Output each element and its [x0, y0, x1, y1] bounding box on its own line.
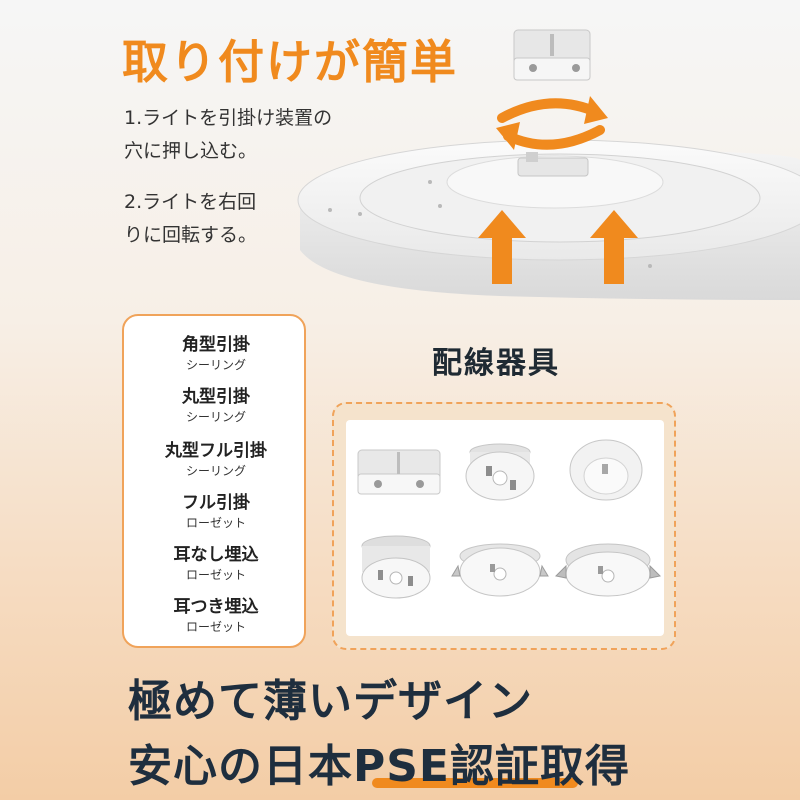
- square-hook-ceiling-image: [357, 449, 441, 495]
- ceiling-type-name: 角型引掛: [182, 335, 250, 355]
- round-hook-ceiling-image: [465, 443, 535, 501]
- wiring-section-title: 配線器具: [432, 346, 560, 381]
- ceiling-type-sub: ローゼット: [185, 620, 246, 634]
- up-arrow-icon: [590, 210, 638, 284]
- headline-underline: [372, 778, 578, 788]
- ceiling-type-item: 耳つき埋込 ローゼット: [124, 592, 308, 635]
- ceiling-type-name: 丸型フル引掛: [165, 441, 267, 461]
- step-1-line-2: 穴に押し込む。: [124, 140, 258, 162]
- ceiling-type-sub: シーリング: [185, 464, 246, 478]
- ceiling-type-sub: シーリング: [185, 410, 246, 424]
- adapter-on-light: [517, 152, 589, 177]
- light-body: [297, 139, 800, 300]
- step-1-line-1: 1.ライトを引掛け装置の: [124, 107, 333, 129]
- page-title: 取り付けが簡単: [122, 35, 458, 89]
- round-full-hook-ceiling-image: [569, 439, 643, 501]
- ceiling-type-sub: シーリング: [185, 358, 246, 372]
- hook-ceiling-adapter: [513, 29, 591, 81]
- ceiling-type-item: フル引掛 ローゼット: [124, 488, 308, 531]
- step-1-text: 1.ライトを引掛け装置の 穴に押し込む。: [124, 102, 332, 168]
- rotate-arrows-icon: [496, 96, 608, 150]
- ceiling-type-name: 丸型引掛: [182, 387, 250, 407]
- earless-embedded-rosette-image: [451, 543, 549, 597]
- headline-thin-design: 極めて薄いデザイン: [128, 676, 533, 727]
- up-arrow-icon: [478, 210, 526, 284]
- step-2-line-2: りに回転する。: [124, 224, 258, 246]
- step-2-line-1: 2.ライトを右回: [124, 191, 257, 213]
- ceiling-type-item: 耳なし埋込 ローゼット: [124, 540, 308, 583]
- ceiling-type-item: 角型引掛 シーリング: [124, 330, 308, 373]
- step-2-text: 2.ライトを右回 りに回転する。: [124, 186, 257, 252]
- eared-embedded-rosette-image: [554, 543, 662, 597]
- full-hook-rosette-image: [361, 535, 431, 599]
- ceiling-type-sub: ローゼット: [185, 516, 246, 530]
- ceiling-type-name: フル引掛: [182, 493, 250, 513]
- ceiling-type-name: 耳なし埋込: [173, 545, 259, 565]
- ceiling-type-item: 丸型引掛 シーリング: [124, 382, 308, 425]
- ceiling-type-item: 丸型フル引掛 シーリング: [124, 436, 308, 479]
- headline-pse-certified: 安心の日本PSE認証取得: [128, 741, 630, 792]
- ceiling-type-sub: ローゼット: [185, 568, 246, 582]
- ceiling-type-name: 耳つき埋込: [173, 597, 259, 617]
- ceiling-types-card: 角型引掛 シーリング 丸型引掛 シーリング 丸型フル引掛 シーリング フル引掛 …: [122, 314, 306, 648]
